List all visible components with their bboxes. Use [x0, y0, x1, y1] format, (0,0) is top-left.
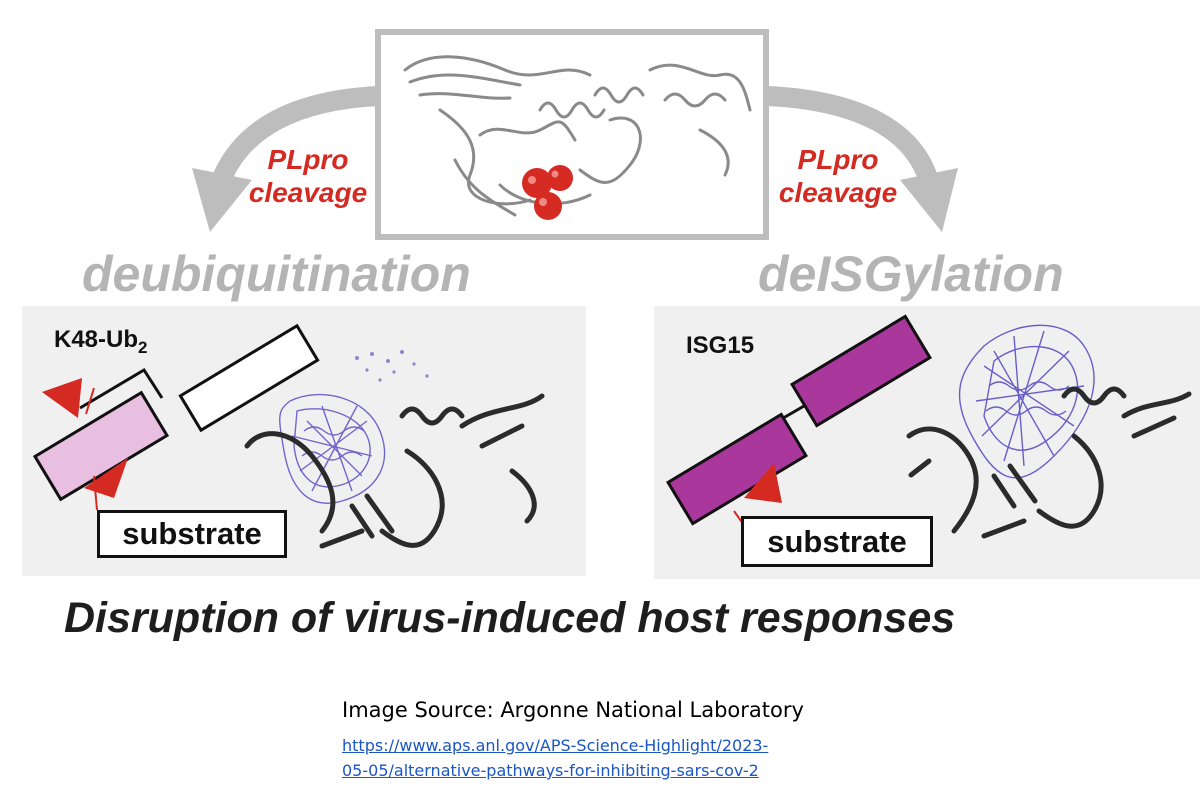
cleavage-triangle-icon-2	[84, 458, 128, 498]
right-panel-label: ISG15	[686, 332, 755, 359]
ubiquitin-proximal-domain	[32, 390, 170, 502]
right-substrate-box: substrate	[741, 516, 933, 567]
left-diagram	[32, 323, 545, 549]
right-process-label: deISGylation	[758, 246, 1064, 302]
isg15-n-domain	[666, 412, 808, 526]
k48-label: K48-Ub	[54, 326, 139, 353]
left-process-label: deubiquitination	[82, 246, 471, 302]
isg15-c-domain	[790, 314, 932, 428]
source-link-line2[interactable]: 05-05/alternative-pathways-for-inhibitin…	[342, 761, 759, 780]
left-substrate-box: substrate	[97, 510, 287, 558]
left-cleavage-label: PLpro cleavage	[238, 143, 378, 209]
ubiquitin-distal-domain	[178, 323, 320, 433]
right-diagram	[666, 314, 1192, 539]
source-title: Image Source: Argonne National Laborator…	[342, 698, 804, 722]
k48-linker	[79, 367, 164, 410]
right-cleavage-line1: PLpro	[797, 144, 879, 175]
cleavage-triangle-icon-3	[744, 463, 782, 503]
cleavage-triangle-icon	[42, 378, 82, 418]
source-link-line1[interactable]: https://www.aps.anl.gov/APS-Science-High…	[342, 736, 769, 755]
left-cleavage-line2: cleavage	[248, 177, 368, 208]
right-panel: ISG15	[654, 306, 1200, 579]
density-mesh-icon	[279, 393, 386, 504]
density-speckles	[355, 350, 429, 382]
left-panel-label: K48-Ub2	[54, 326, 147, 358]
left-cleavage-line1: PLpro	[267, 144, 349, 175]
arrows-layer	[192, 29, 958, 240]
protein-ribbon-dark-icon-2	[906, 386, 1192, 539]
left-panel: K48-Ub2	[22, 306, 586, 576]
protein-ribbon-icon	[403, 55, 752, 217]
right-cleavage-line2: cleavage	[778, 177, 898, 208]
arrowhead-left-icon	[192, 168, 252, 232]
curved-arrow-left-icon	[212, 86, 388, 188]
right-cleavage-label: PLpro cleavage	[768, 143, 908, 209]
conclusion-title: Disruption of virus-induced host respons…	[64, 594, 956, 642]
k48-subscript: 2	[138, 337, 148, 357]
source-link[interactable]: https://www.aps.anl.gov/APS-Science-High…	[342, 733, 768, 783]
red-spheres-icon	[522, 165, 573, 220]
arrowhead-right-icon	[900, 168, 958, 232]
protein-ribbon-dark-icon	[244, 393, 545, 549]
curved-arrow-right-icon	[758, 86, 938, 188]
density-mesh-icon-2	[958, 324, 1095, 479]
